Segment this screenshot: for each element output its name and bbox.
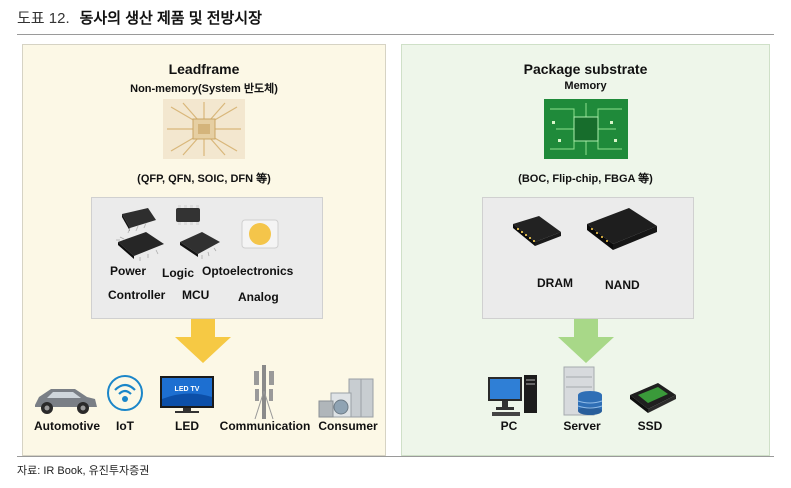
- mcu-chip-icon: [180, 232, 220, 259]
- appliances-icon: [318, 378, 374, 418]
- down-arrow-icon: [558, 319, 614, 363]
- leadframe-types: (QFP, QFN, SOIC, DFN 等): [137, 173, 271, 185]
- app-label-ssd: SSD: [637, 419, 663, 433]
- leadframe-subtitle: Non-memory(System 반도체): [130, 83, 278, 95]
- chip-label-dram: DRAM: [537, 276, 573, 290]
- app-label-pc: PC: [500, 419, 518, 433]
- led-tv-text: LED TV: [175, 386, 200, 393]
- server-icon: [563, 366, 603, 416]
- chip-label-logic: Logic: [162, 266, 194, 280]
- top-divider: [17, 34, 774, 35]
- app-label-communication: Communication: [219, 419, 311, 433]
- pc-icon: [488, 375, 537, 416]
- chip-label-power: Power: [110, 264, 147, 278]
- figure-heading: 동사의 생산 제품 및 전방시장: [79, 10, 262, 27]
- nand-chip-icon: [587, 208, 657, 250]
- source-note: 자료: IR Book, 유진투자증권: [17, 465, 150, 477]
- substrate-subtitle: Memory: [564, 80, 607, 92]
- controller-chip-icon: [116, 232, 164, 261]
- chip-label-mcu: MCU: [182, 288, 210, 302]
- substrate-board-icon: [544, 99, 628, 159]
- bottom-divider: [17, 456, 774, 457]
- substrate-title: Package substrate: [523, 61, 648, 77]
- app-label-led: LED: [175, 419, 199, 433]
- app-label-iot: IoT: [116, 419, 134, 433]
- dram-chip-icon: [513, 216, 561, 246]
- package-substrate-panel: Package substrate Memory (BOC, Flip-chip…: [401, 44, 770, 456]
- substrate-types: (BOC, Flip-chip, FBGA 等): [518, 173, 653, 185]
- app-label-server: Server: [563, 419, 601, 433]
- cell-tower-icon: [254, 365, 274, 420]
- app-label-consumer: Consumer: [318, 419, 378, 433]
- down-arrow-icon: [175, 319, 231, 363]
- leadframe-chip-icon: [163, 99, 245, 159]
- leadframe-chip-box: Power Logic Optoelectronics Controller M…: [91, 197, 323, 319]
- chip-label-controller: Controller: [108, 288, 166, 302]
- led-tv-icon: LED TV: [160, 376, 214, 413]
- chip-label-optoelectronics: Optoelectronics: [202, 264, 294, 278]
- substrate-chip-box: DRAM NAND: [482, 197, 694, 319]
- leadframe-panel: Leadframe Non-memory(System 반도체) (QFP, Q…: [22, 44, 386, 456]
- car-icon: [35, 389, 97, 414]
- optoelectronics-chip-icon: [241, 219, 279, 249]
- power-chip-icon: [122, 208, 156, 234]
- figure-title: 도표 12. 동사의 생산 제품 및 전방시장: [17, 7, 262, 28]
- leadframe-title: Leadframe: [168, 61, 240, 77]
- logic-chip-icon: [176, 205, 200, 225]
- iot-icon: [107, 375, 143, 411]
- ssd-icon: [630, 383, 676, 413]
- figure-number: 도표 12.: [17, 10, 70, 27]
- chip-label-nand: NAND: [605, 278, 640, 292]
- chip-label-analog: Analog: [238, 290, 279, 304]
- app-label-automotive: Automotive: [34, 419, 100, 433]
